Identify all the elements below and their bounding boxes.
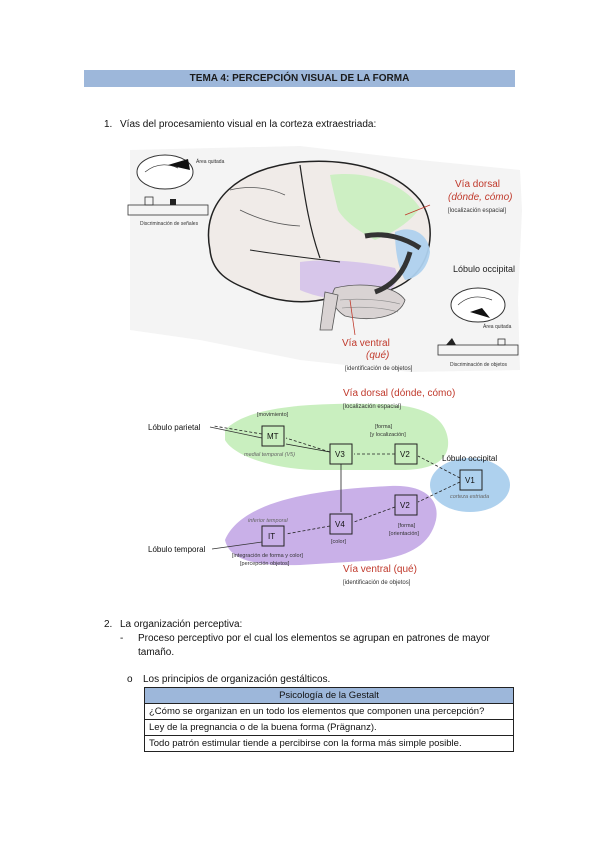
v2-bottom-node <box>394 494 418 516</box>
table-row: ¿Cómo se organizan en un todo los elemen… <box>144 703 514 720</box>
sub-bullet-text: Los principios de organización gestáltic… <box>143 674 331 685</box>
page-title: TEMA 4: PERCEPCIÓN VISUAL DE LA FORMA <box>84 70 515 87</box>
v4-node <box>329 513 353 535</box>
table-cell: Ley de la pregnancia o de la buena forma… <box>144 719 514 736</box>
inferior-temporal-label: inferior temporal <box>248 518 289 524</box>
diagram-connectors <box>213 425 461 535</box>
circle-bullet: o <box>127 674 133 685</box>
section1-heading: Vías del procesamiento visual en la cort… <box>120 119 377 130</box>
dash-bullet: - <box>120 633 124 644</box>
table-cell: ¿Cómo se organizan en un todo los elemen… <box>144 703 514 720</box>
via-dorsal-subtitle: (dónde, cómo) <box>448 192 512 203</box>
forma-orientacion-label: [forma] <box>398 523 416 529</box>
monkey-brain-top <box>127 154 209 216</box>
v3-label: V3 <box>335 450 345 459</box>
identificacion-objetos-label: [identificación de objetos] <box>345 366 413 372</box>
dorsal-region <box>225 403 449 470</box>
percepcion-objetos-label: [percepción objetos] <box>240 561 290 567</box>
ventral-region <box>225 485 437 566</box>
orientacion-label: [orientación] <box>389 531 419 537</box>
section2-number: 2. <box>104 619 113 630</box>
diagram-lobulo-occipital: Lóbulo occipital <box>442 454 497 463</box>
localizacion-espacial-label: [localización espacial] <box>448 208 506 214</box>
via-ventral-title: Vía ventral <box>342 338 390 349</box>
via-ventral-subtitle: (qué) <box>366 350 389 361</box>
v2-bottom-label: V2 <box>400 501 410 510</box>
section1-number: 1. <box>104 119 113 130</box>
localizacion-label: [y localización] <box>370 432 406 438</box>
bullet-text-line-1: Proceso perceptivo por el cual los eleme… <box>138 633 490 644</box>
v1-label: V1 <box>465 476 475 485</box>
lobulo-occipital-label: Lóbulo occipital <box>453 264 515 274</box>
discriminacion-senales-label: Discriminación de señales <box>140 221 199 227</box>
parietal-pointer <box>209 426 263 439</box>
movimiento-label: [movimiento] <box>257 412 289 418</box>
corteza-estriada-label: corteza estriada <box>450 494 489 500</box>
integracion-label: [integración de forma y color] <box>232 553 303 559</box>
lobulo-parietal-label: Lóbulo parietal <box>148 423 201 432</box>
monkey-brain-bottom <box>437 287 519 356</box>
human-brain <box>207 160 431 331</box>
temporal-pointer <box>211 541 263 550</box>
gestalt-table-header: Psicología de la Gestalt <box>144 687 514 704</box>
gestalt-table: Psicología de la Gestalt ¿Cómo se organi… <box>144 687 514 752</box>
section2-heading: La organización perceptiva: <box>120 619 243 630</box>
v4-label: V4 <box>335 520 345 529</box>
it-node <box>261 525 285 547</box>
diagram-dorsal-sub: [localización espacial] <box>343 404 401 410</box>
it-label: IT <box>268 532 275 541</box>
forma-label: [forma] <box>375 424 393 430</box>
v1-node <box>459 469 483 491</box>
area-quitada-label-2: Área quitada <box>483 323 512 330</box>
discriminacion-objetos-label: Discriminación de objetos <box>450 362 507 368</box>
via-dorsal-title: Vía dorsal <box>455 179 500 190</box>
medial-temporal-label: medial temporal (V5) <box>244 452 295 458</box>
diagram-ventral-sub: [identificación de objetos] <box>343 580 411 586</box>
bullet-text-line-2: tamaño. <box>138 647 175 658</box>
table-row: Ley de la pregnancia o de la buena forma… <box>144 719 514 736</box>
occipital-region <box>430 458 510 512</box>
table-row: Todo patrón estimular tiende a percibirs… <box>144 735 514 752</box>
diagram-ventral-title: Vía ventral (qué) <box>343 564 417 575</box>
mt-node <box>261 425 285 447</box>
v2-top-label: V2 <box>400 450 410 459</box>
diagram-dorsal-title: Vía dorsal (dónde, cómo) <box>343 388 455 399</box>
area-quitada-label-1: Área quitada <box>196 158 225 165</box>
color-label: [color] <box>331 539 346 545</box>
mt-label: MT <box>267 432 279 441</box>
table-cell: Todo patrón estimular tiende a percibirs… <box>144 735 514 752</box>
lobulo-temporal-label: Lóbulo temporal <box>148 545 206 554</box>
